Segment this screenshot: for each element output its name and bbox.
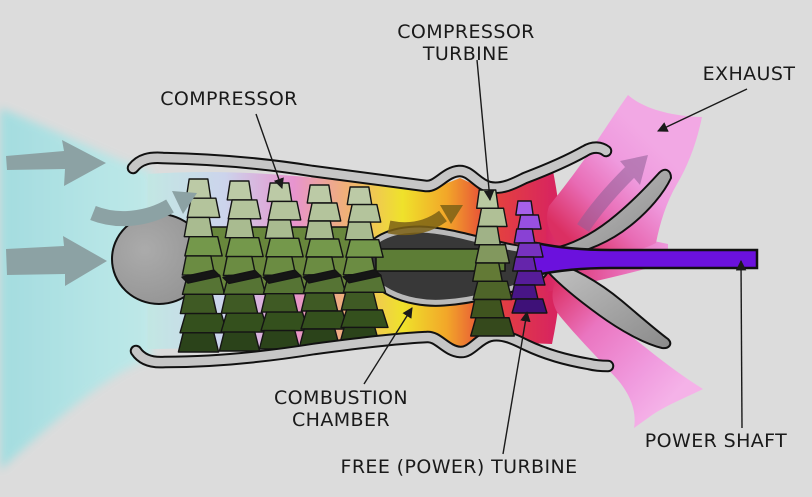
compressor-turbine-leader-line bbox=[476, 59, 495, 202]
blade bbox=[307, 202, 342, 222]
power-shaft-label-text: POWER SHAFT bbox=[644, 430, 788, 452]
intake-arrow-top bbox=[6, 140, 106, 186]
compressor-label: COMPRESSOR bbox=[129, 88, 329, 110]
blade bbox=[183, 216, 214, 238]
compressor-turbine-label-line2: TURBINE bbox=[422, 43, 510, 65]
free-turbine-leader-line bbox=[502, 310, 531, 455]
free-power-turbine-label: FREE (POWER) TURBINE bbox=[309, 456, 609, 478]
exhaust-leader-line bbox=[657, 88, 748, 132]
compressor-blade-stacks bbox=[177, 178, 389, 353]
blade bbox=[474, 225, 501, 246]
leader-lines bbox=[255, 59, 748, 455]
exhaust-flow-arrow bbox=[577, 155, 648, 232]
blade bbox=[305, 238, 344, 258]
blade bbox=[340, 309, 389, 329]
blade bbox=[265, 237, 304, 258]
blade bbox=[177, 332, 220, 353]
exhaust-label: EXHAUST bbox=[649, 63, 812, 85]
blade bbox=[300, 292, 339, 312]
blade bbox=[260, 292, 299, 313]
blade bbox=[267, 200, 302, 221]
blade bbox=[226, 180, 253, 201]
turbine-blade-stacks bbox=[470, 189, 548, 337]
compressor-leader-line bbox=[255, 113, 284, 189]
blade bbox=[475, 189, 500, 209]
blade bbox=[264, 219, 295, 240]
power-shaft-leader-line bbox=[735, 259, 747, 429]
blade bbox=[515, 242, 544, 258]
blade bbox=[517, 214, 542, 230]
blade bbox=[511, 256, 538, 272]
blade bbox=[340, 291, 379, 311]
blade bbox=[262, 269, 302, 284]
blade bbox=[306, 184, 333, 204]
blade bbox=[179, 293, 218, 315]
blade bbox=[345, 238, 384, 258]
blade bbox=[218, 331, 261, 352]
free-power-turbine-label-text: FREE (POWER) TURBINE bbox=[340, 456, 578, 478]
intake-arrows bbox=[6, 140, 197, 286]
blade bbox=[179, 312, 228, 334]
combustion-chamber-label-line2: CHAMBER bbox=[292, 409, 390, 431]
blade bbox=[184, 235, 223, 257]
blade bbox=[472, 262, 503, 282]
blade bbox=[472, 280, 513, 301]
combustion-chamber-leader-line bbox=[363, 307, 413, 385]
power-shaft-label: POWER SHAFT bbox=[616, 430, 812, 452]
blade bbox=[227, 199, 262, 220]
blade bbox=[304, 220, 335, 240]
blade bbox=[224, 218, 255, 239]
blade bbox=[302, 269, 342, 284]
blade bbox=[181, 269, 221, 284]
blade bbox=[222, 269, 262, 285]
blade bbox=[470, 317, 515, 337]
blade bbox=[225, 236, 264, 258]
blade bbox=[346, 186, 373, 206]
compressor-turbine-label: COMPRESSOR TURBINE bbox=[366, 21, 566, 65]
combustion-flow-arrow bbox=[387, 205, 463, 236]
blade bbox=[347, 203, 382, 223]
exhaust-plume-lower bbox=[552, 278, 703, 428]
blade bbox=[186, 197, 221, 219]
engine-casing-bottom bbox=[129, 329, 615, 373]
blade bbox=[510, 284, 539, 300]
compressor-label-text: COMPRESSOR bbox=[160, 88, 298, 110]
engine-casing-top bbox=[126, 141, 613, 194]
blade bbox=[477, 207, 508, 228]
blade bbox=[470, 298, 505, 319]
combustion-chamber-label: COMBUSTION CHAMBER bbox=[241, 387, 441, 431]
intake-arrow-middle bbox=[90, 191, 197, 227]
exhaust-label-text: EXHAUST bbox=[702, 63, 796, 85]
blade bbox=[220, 293, 259, 314]
combustion-chamber-label-line1: COMBUSTION bbox=[274, 387, 408, 409]
compressor-turbine-label-line1: COMPRESSOR bbox=[397, 21, 535, 43]
blade bbox=[344, 221, 375, 241]
blade bbox=[513, 228, 536, 244]
blade bbox=[474, 244, 511, 264]
intake-flow bbox=[0, 108, 152, 470]
blade bbox=[342, 269, 382, 284]
intake-arrow-bottom bbox=[6, 236, 107, 286]
blade bbox=[515, 200, 534, 216]
blade bbox=[511, 298, 548, 314]
blade bbox=[266, 182, 293, 203]
blade bbox=[513, 270, 546, 286]
